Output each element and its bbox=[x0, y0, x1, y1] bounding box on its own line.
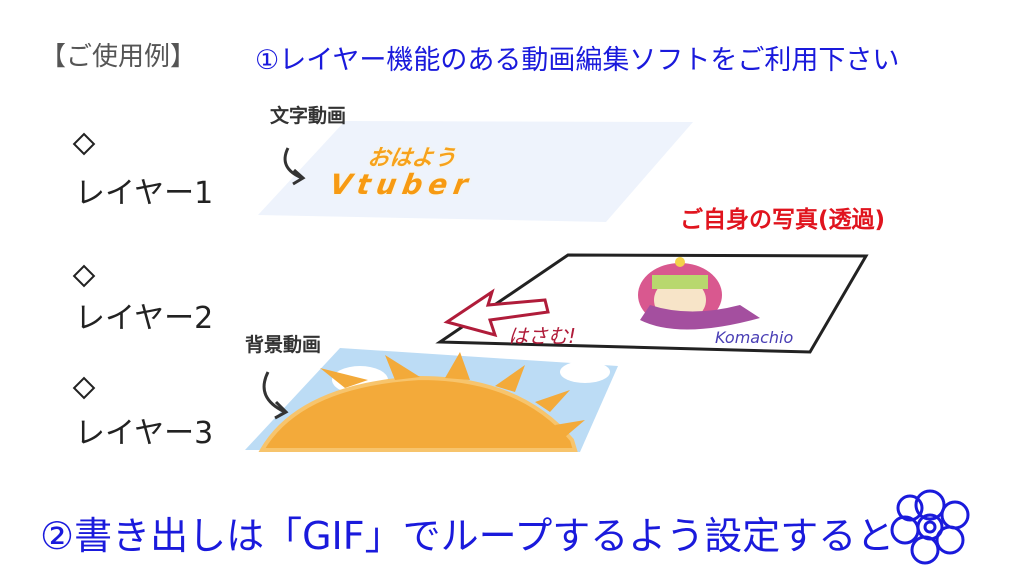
page-title: 【ご使用例】 bbox=[40, 42, 197, 72]
arrow-icon bbox=[443, 288, 550, 338]
layer2-label: レイヤー2 bbox=[75, 301, 214, 336]
sun bbox=[258, 375, 578, 452]
layer1-plane bbox=[258, 121, 693, 222]
layer3-background bbox=[245, 348, 618, 452]
layer1-label: レイヤー1 bbox=[75, 176, 214, 211]
layer3-label: レイヤー3 bbox=[75, 416, 214, 451]
layer1-text-graphic: おはよう Vtuber bbox=[324, 140, 490, 201]
layer3-caption: 背景動画 bbox=[245, 334, 322, 356]
text-line2: Vtuber bbox=[323, 168, 480, 201]
layer1-caption: 文字動画 bbox=[270, 105, 347, 127]
layer2-caption: ご自身の写真(透過) bbox=[680, 207, 886, 233]
curved-arrow-icon bbox=[283, 147, 306, 186]
curved-arrow-icon bbox=[262, 371, 289, 420]
flower-icon bbox=[890, 489, 970, 565]
arrow-label: はさむ! bbox=[508, 324, 577, 348]
step1-instruction: ①レイヤー機能のある動画編集ソフトをご利用下さい bbox=[255, 45, 900, 76]
character-illustration bbox=[638, 257, 760, 330]
signature: Komachio bbox=[715, 328, 794, 347]
step2-instruction: ②書き出しは「GIF」でループするよう設定すると bbox=[40, 514, 895, 558]
